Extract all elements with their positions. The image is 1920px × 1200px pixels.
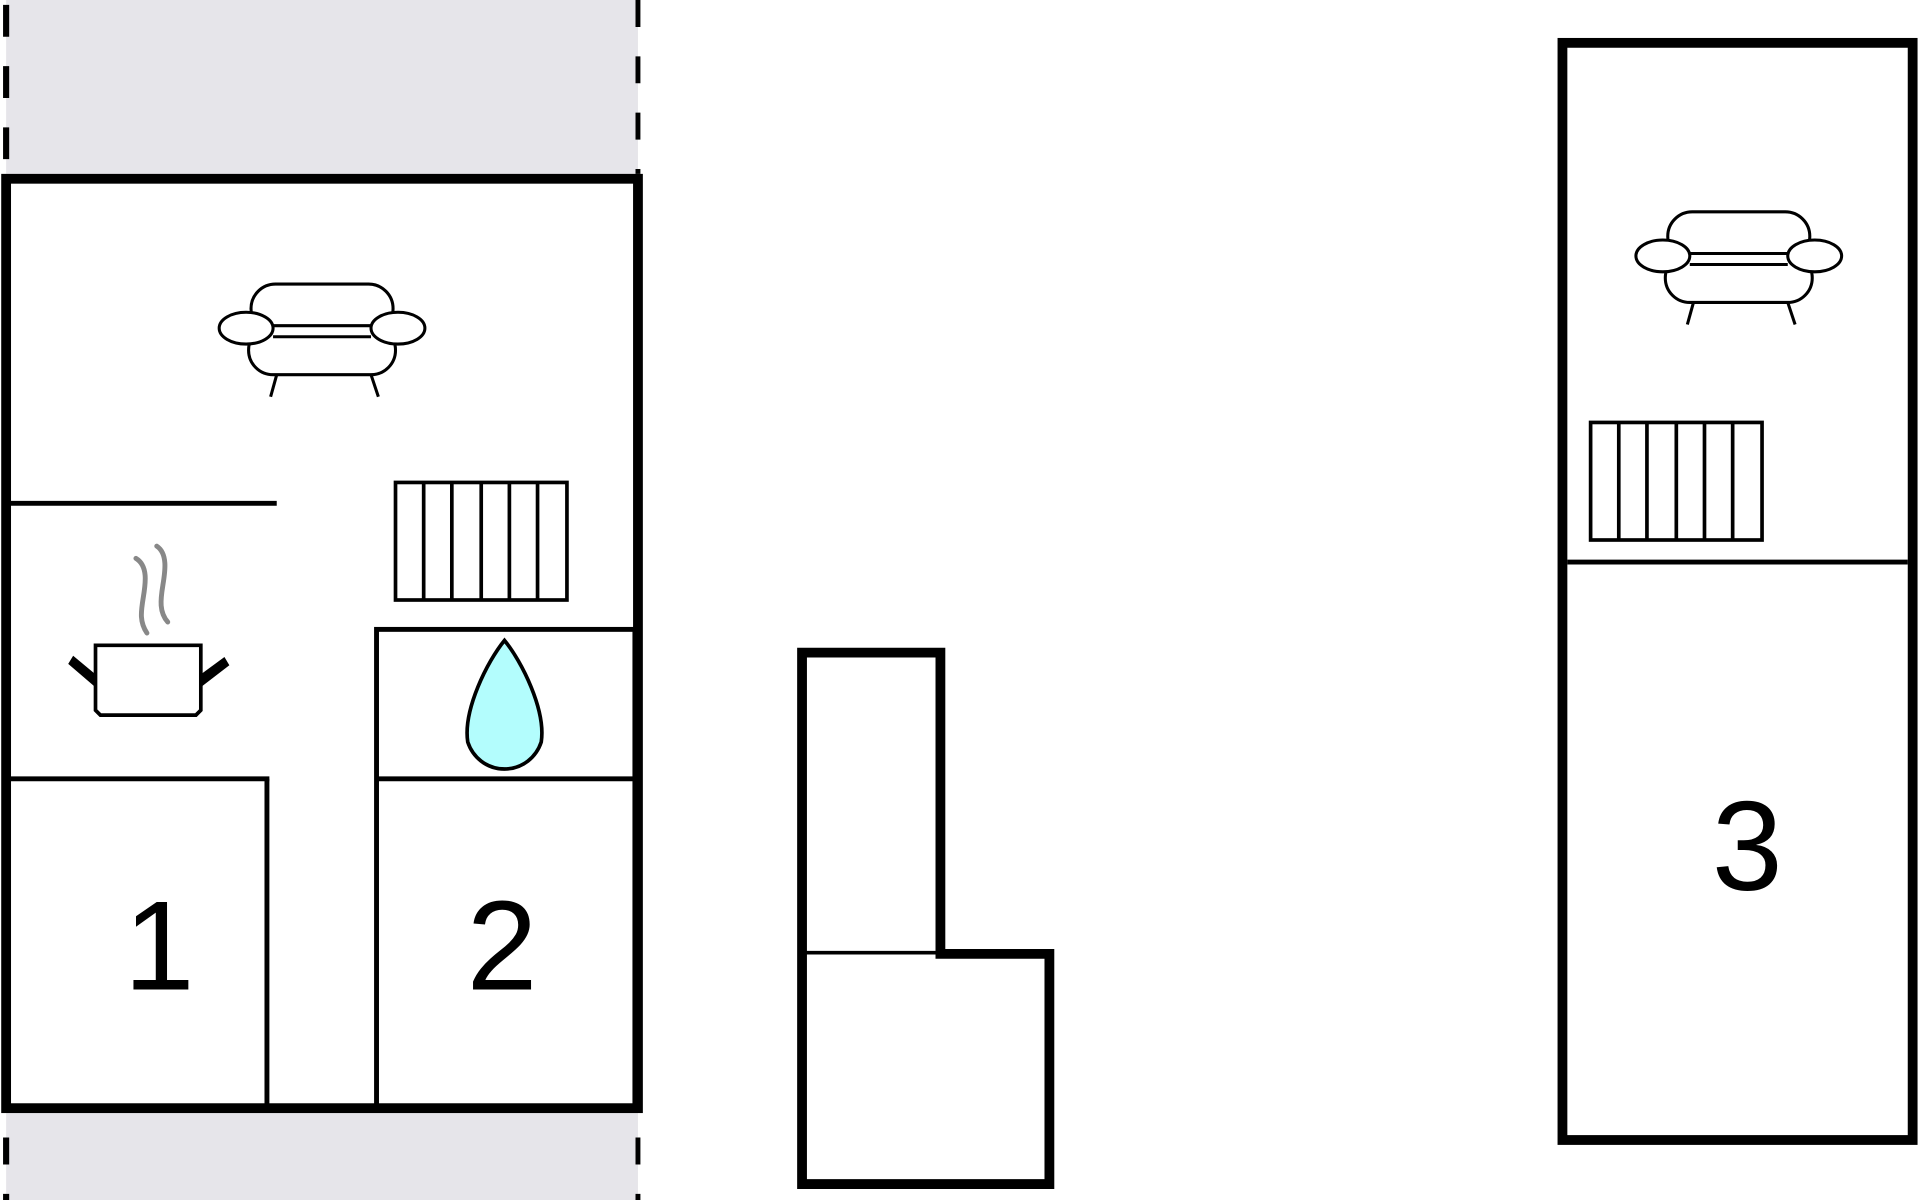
terrace-top xyxy=(6,0,638,174)
room-1-label: 1 xyxy=(124,874,195,1016)
floor-left: 1 2 xyxy=(1,173,643,1114)
outer-wall-middle xyxy=(797,647,1055,1189)
room-3-label: 3 xyxy=(1712,775,1783,917)
terrace-bottom xyxy=(6,1113,638,1200)
bathroom-room-2-block xyxy=(374,626,638,1111)
outer-wall-right xyxy=(1557,37,1918,1145)
floor-middle xyxy=(797,647,1055,1189)
radiator-icon xyxy=(393,480,569,602)
cooking-pot-icon xyxy=(68,543,230,717)
floor-right: 3 xyxy=(1557,37,1918,1145)
water-drop-icon xyxy=(465,637,544,771)
radiator-icon xyxy=(1588,420,1764,542)
room-2-label: 2 xyxy=(467,874,538,1016)
